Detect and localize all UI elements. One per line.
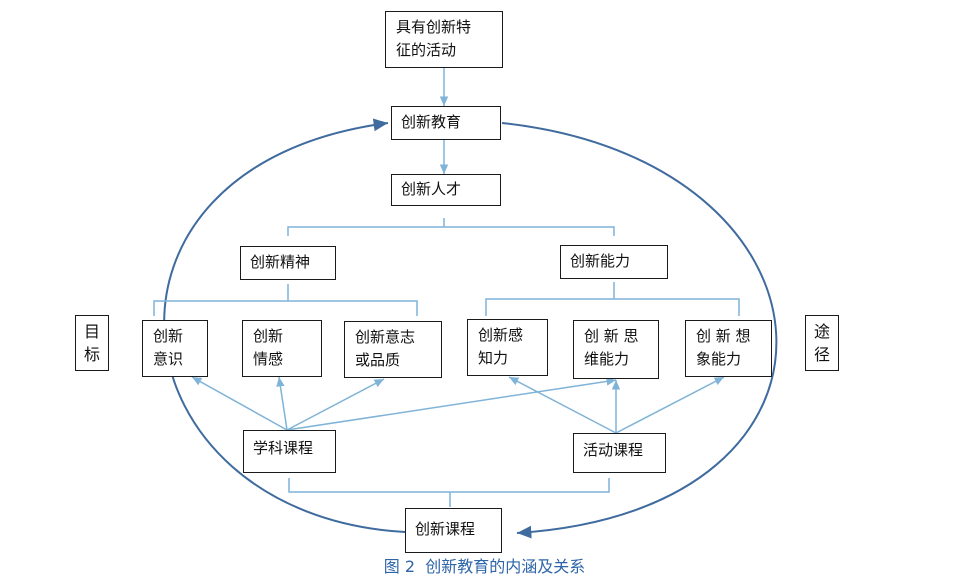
node-awareness: 创新 意识 [142, 320, 208, 377]
label-goal: 目 标 [75, 315, 109, 371]
arrow-activity-to-imagination [615, 376, 725, 434]
label-path: 途 径 [805, 315, 839, 371]
node-thinking-line1: 创 新 思 [584, 327, 639, 345]
node-imagination-line2: 象能力 [696, 350, 742, 368]
node-activities-line1: 具有创新特 [396, 18, 472, 36]
node-innovative-course: 创新课程 [405, 508, 502, 553]
node-innovative-spirit: 创新精神 [240, 246, 336, 280]
label-path-line2: 径 [813, 345, 830, 364]
node-will-quality: 创新意志 或品质 [344, 321, 442, 378]
node-awareness-line1: 创新 [153, 327, 184, 345]
node-imagination: 创 新 想 象能力 [685, 320, 772, 377]
node-innovative-ability: 创新能力 [560, 245, 668, 279]
node-subject-course-label: 学科课程 [253, 439, 314, 457]
node-activities: 具有创新特 征的活动 [385, 11, 503, 68]
node-activity-course-label: 活动课程 [583, 441, 644, 459]
arrow-subject-to-will [286, 378, 385, 431]
node-awareness-line2: 意识 [153, 350, 184, 368]
node-innovative-talent: 创新人才 [391, 174, 501, 206]
node-innovative-talent-label: 创新人才 [401, 180, 462, 198]
node-perception: 创新感 知力 [467, 319, 548, 376]
label-goal-line2: 标 [83, 345, 100, 364]
node-innovative-spirit-label: 创新精神 [250, 253, 311, 271]
node-innovation-education-label: 创新教育 [401, 113, 462, 131]
arrow-subject-to-thinking [286, 377, 617, 431]
node-activity-course: 活动课程 [573, 433, 666, 473]
brace-courses [288, 478, 610, 507]
node-perception-line2: 知力 [478, 349, 509, 367]
node-thinking: 创 新 思 维能力 [573, 320, 659, 379]
node-will-quality-line1: 创新意志 [355, 328, 416, 346]
node-perception-line1: 创新感 [478, 326, 524, 344]
node-thinking-line2: 维能力 [584, 350, 630, 368]
node-innovative-course-label: 创新课程 [415, 520, 476, 538]
arrow-subject-to-awareness [191, 376, 288, 431]
node-activities-line2: 征的活动 [396, 41, 457, 59]
arrow-activity-to-perception [508, 376, 617, 434]
node-subject-course: 学科课程 [243, 430, 336, 473]
arrow-subject-to-emotion [276, 376, 288, 431]
label-goal-line1: 目 [83, 322, 100, 341]
brace-ability [485, 282, 740, 316]
cycle-arc-right [501, 122, 778, 539]
node-imagination-line1: 创 新 想 [696, 327, 751, 345]
node-innovation-education: 创新教育 [391, 106, 501, 140]
figure-caption: 图 2 创新教育的内涵及关系 [383, 557, 586, 576]
brace-spirit [153, 284, 418, 316]
node-will-quality-line2: 或品质 [355, 351, 401, 369]
node-emotion-line1: 创新 [253, 327, 284, 345]
node-emotion: 创新 情感 [242, 320, 322, 377]
node-innovative-ability-label: 创新能力 [570, 252, 631, 270]
node-emotion-line2: 情感 [253, 350, 284, 368]
label-path-line1: 途 [813, 322, 830, 341]
brace-talent [287, 218, 615, 236]
